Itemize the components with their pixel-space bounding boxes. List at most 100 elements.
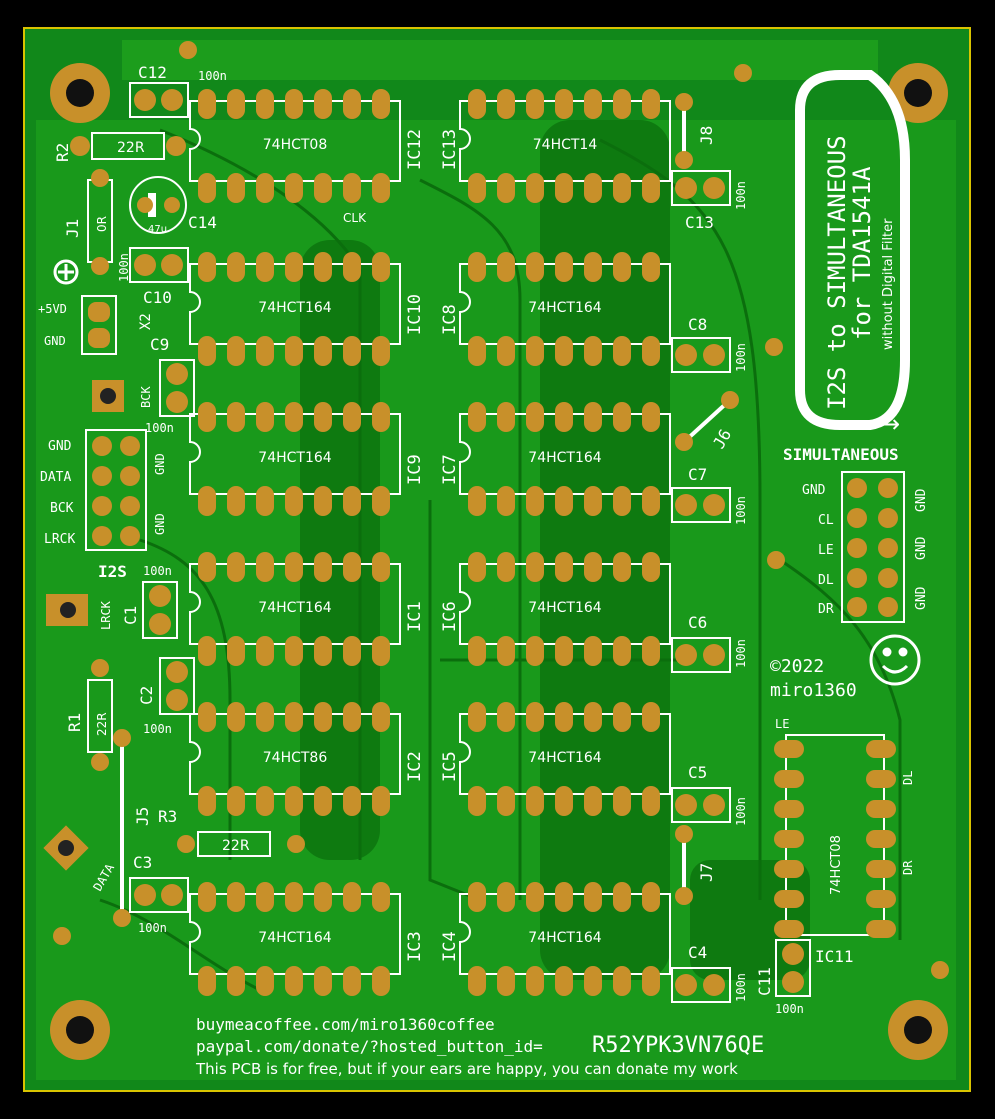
j7-jumper — [675, 825, 693, 905]
ic-ref-label: IC8 — [440, 304, 460, 335]
ic-pin-pad — [285, 636, 303, 666]
ic-pin-pad — [497, 336, 515, 366]
c12-val: 100n — [198, 69, 227, 83]
j1-val: 0R — [95, 216, 109, 232]
ic-pin-pad — [613, 486, 631, 516]
ic-pin-pad — [584, 966, 602, 996]
r3-val: 22R — [222, 838, 250, 854]
in-gnd-label: GND — [48, 439, 72, 454]
author-label: miro1360 — [770, 680, 857, 701]
ceramic-cap — [671, 337, 731, 373]
x2-label: X2 — [138, 313, 154, 330]
ic-pin-pad — [314, 966, 332, 996]
ic-pin-pad — [526, 552, 544, 582]
footer-line2-prefix: paypal.com/donate/?hosted_button_id= — [196, 1037, 543, 1056]
i2s-gnd-right-1: GND — [153, 453, 167, 475]
ic-pin-pad — [526, 636, 544, 666]
ic-pin-pad — [227, 552, 245, 582]
j1-resistor — [87, 169, 113, 275]
ic-pin-pad — [285, 966, 303, 996]
r1-label: R1 — [65, 713, 84, 732]
gnd-power-label: GND — [44, 334, 66, 348]
via-pads — [53, 41, 949, 979]
j1-label: J1 — [63, 219, 82, 238]
c4-val: 100n — [734, 973, 748, 1002]
c1-val: 100n — [143, 564, 172, 578]
ic-pin-pad — [256, 336, 274, 366]
bck-connector-icon — [92, 380, 124, 412]
c6-label: C6 — [688, 613, 707, 632]
j5-label: J5 — [133, 807, 152, 826]
ic-pin-pad — [497, 486, 515, 516]
ic-pin-pad — [372, 336, 390, 366]
ic-pin-pad — [314, 336, 332, 366]
j8-label: J8 — [697, 126, 716, 145]
ic-pin-pad — [285, 252, 303, 282]
out-le-label: LE — [818, 543, 834, 558]
ic-pin-pad — [314, 402, 332, 432]
ic-pin-pad — [613, 173, 631, 203]
bck-label: BCK — [139, 386, 153, 408]
c3-val: 100n — [138, 921, 167, 935]
ic-pin-pad — [227, 89, 245, 119]
copyright-year: ©2022 — [770, 656, 824, 677]
c7-label: C7 — [688, 465, 707, 484]
ic-pin-pad — [227, 336, 245, 366]
ic-pin-pad — [285, 486, 303, 516]
ic-pin-pad — [343, 702, 361, 732]
ic-pin-pad — [314, 786, 332, 816]
out-gnd-label: GND — [802, 483, 826, 498]
title-line1: I2S to SIMULTANEOUS — [823, 135, 851, 410]
c2-val: 100n — [143, 722, 172, 736]
ic-pin-pad — [642, 786, 660, 816]
ic-pin-pad — [526, 786, 544, 816]
simultaneous-label: SIMULTANEOUS — [783, 445, 899, 464]
ic-pin-pad — [584, 336, 602, 366]
ic-pin-pad — [526, 966, 544, 996]
ic-part-label: 74HCT164 — [258, 600, 331, 616]
ic-pin-pad — [584, 252, 602, 282]
ic-pin-pad — [227, 252, 245, 282]
footer-line1: buymeacoffee.com/miro1360coffee — [196, 1015, 495, 1034]
ic-pin-pad — [642, 702, 660, 732]
ic-pin-pad — [468, 786, 486, 816]
ic-pin-pad — [198, 552, 216, 582]
ic-pin-pad — [227, 702, 245, 732]
ic-ref-label: IC2 — [405, 751, 425, 782]
ic-pin-pad — [256, 252, 274, 282]
r3-label: R3 — [158, 807, 177, 826]
r1-resistor — [87, 659, 113, 771]
ic-pin-pad — [584, 89, 602, 119]
ic-pin-pad — [343, 552, 361, 582]
ic-ref-label: IC5 — [440, 751, 460, 782]
ic-ref-label: IC6 — [440, 601, 460, 632]
j6-jumper — [675, 391, 739, 451]
ceramic-cap — [671, 967, 731, 1003]
ic-pin-pad — [555, 882, 573, 912]
ic-pin-pad — [198, 786, 216, 816]
arrow-icon: → — [880, 410, 900, 438]
ceramic-cap — [671, 787, 731, 823]
ic-pin-pad — [468, 636, 486, 666]
ic-pin-pad — [642, 252, 660, 282]
footer-line3: This PCB is for free, but if your ears a… — [195, 1060, 738, 1078]
ic-pin-pad — [555, 486, 573, 516]
c12-cap — [129, 82, 189, 118]
c10-label: C10 — [143, 288, 172, 307]
in-bck-label: BCK — [50, 501, 74, 516]
ic-pin-pad — [497, 702, 515, 732]
ic-pin-pad — [613, 336, 631, 366]
ic-pin-pad — [256, 89, 274, 119]
ic-pin-pad — [555, 702, 573, 732]
ic-part-label: 74HCT08 — [263, 137, 327, 153]
ic-ref-label: IC1 — [405, 601, 425, 632]
ic-pin-pad — [198, 636, 216, 666]
ic-pin-pad — [285, 336, 303, 366]
c11-label: C11 — [755, 967, 774, 996]
ic-pin-pad — [227, 486, 245, 516]
ic-pin-pad — [198, 486, 216, 516]
